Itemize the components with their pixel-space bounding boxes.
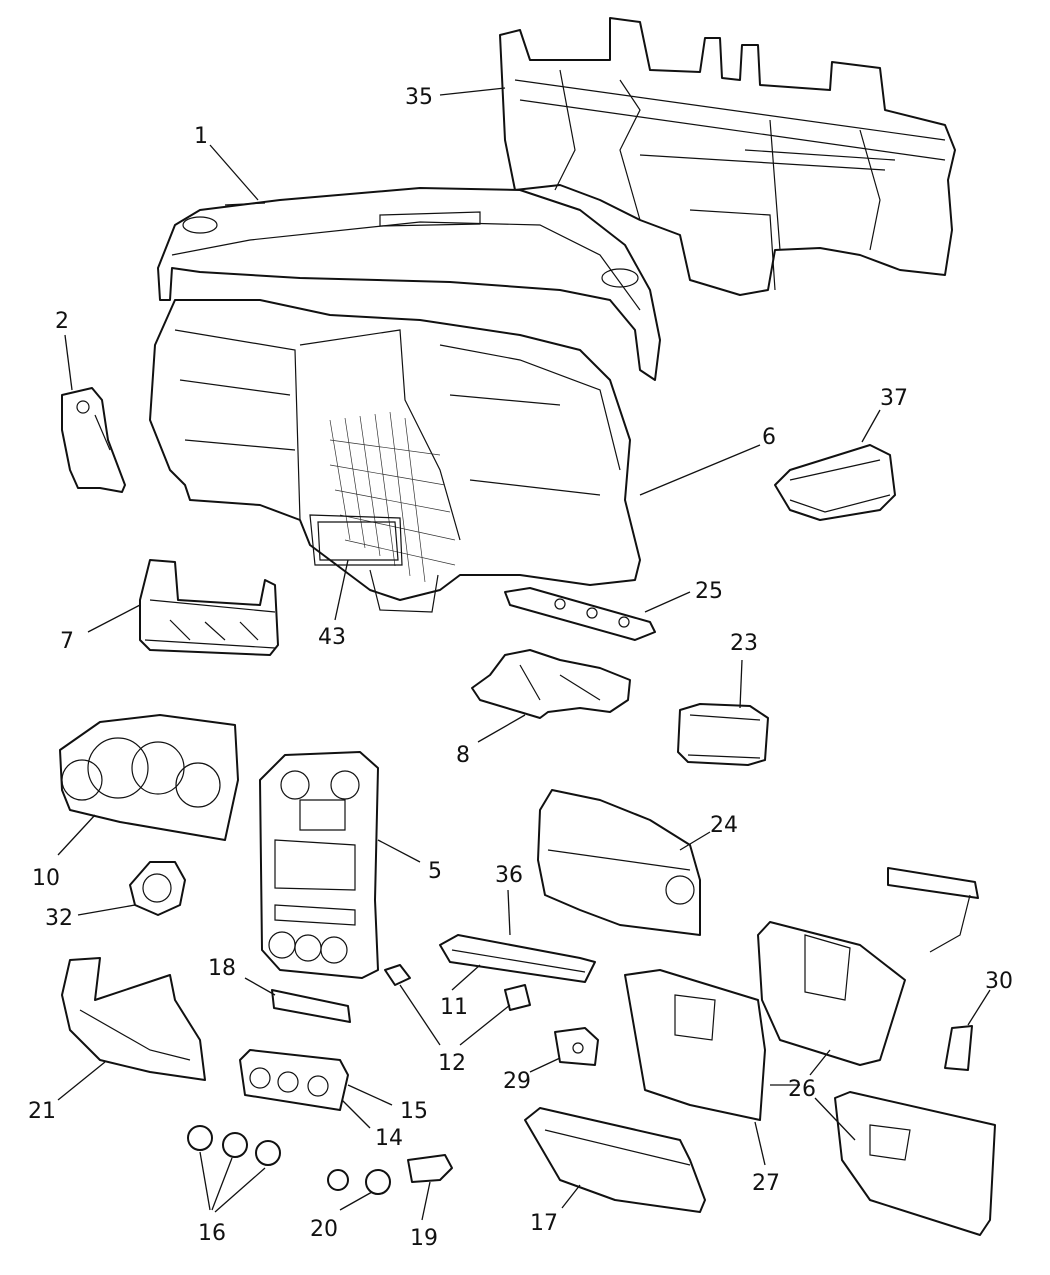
callout-10: 10 xyxy=(32,866,60,891)
leader-11 xyxy=(451,964,481,991)
callout-30: 30 xyxy=(985,969,1013,994)
part-12-clip-a[interactable] xyxy=(384,964,411,986)
callout-36: 36 xyxy=(495,863,523,888)
part-18-switch-bank[interactable] xyxy=(271,989,351,1023)
leader-24 xyxy=(679,831,711,851)
callout-17: 17 xyxy=(530,1211,558,1236)
part-17-glovebox-frame[interactable] xyxy=(524,1107,706,1213)
callout-6: 6 xyxy=(762,425,776,450)
callout-26: 26 xyxy=(788,1077,816,1102)
leader-2 xyxy=(64,334,73,391)
callout-20: 20 xyxy=(310,1217,338,1242)
leader-23 xyxy=(739,659,743,709)
part-37-module[interactable] xyxy=(774,444,896,521)
part-32-vent[interactable] xyxy=(129,861,186,916)
callout-25: 25 xyxy=(695,579,723,604)
part-27-glovebox-door[interactable] xyxy=(624,969,766,1121)
callout-14: 14 xyxy=(375,1126,403,1151)
leader-lines xyxy=(57,87,991,1221)
leader-20 xyxy=(339,1191,373,1211)
callout-12: 12 xyxy=(438,1051,466,1076)
part-24-passenger-bezel[interactable] xyxy=(537,789,701,936)
part-6-instrument-panel-carrier[interactable] xyxy=(149,299,641,613)
part-15-hvac-control[interactable] xyxy=(239,1049,349,1111)
part-21-column-cover[interactable] xyxy=(61,957,206,1081)
leader-43 xyxy=(334,559,349,621)
callout-16: 16 xyxy=(198,1221,226,1246)
part-2-left-end-cap[interactable] xyxy=(61,387,126,493)
callout-labels: 1 35 2 37 6 7 43 25 23 8 10 5 24 32 36 1… xyxy=(28,85,1013,1251)
leader-36 xyxy=(507,889,511,936)
part-30-latch[interactable] xyxy=(944,1025,973,1071)
part-36-duct[interactable] xyxy=(439,934,596,983)
leader-16a xyxy=(199,1151,211,1211)
callout-5: 5 xyxy=(428,859,442,884)
part-glovebox-damper-bracket[interactable] xyxy=(887,867,979,953)
leader-17 xyxy=(561,1184,581,1209)
part-23-passenger-airbag[interactable] xyxy=(677,703,769,766)
leader-37 xyxy=(861,409,881,443)
part-7-lower-bracket[interactable] xyxy=(139,559,279,656)
callout-7: 7 xyxy=(60,629,74,654)
leader-29 xyxy=(529,1057,561,1073)
leader-18 xyxy=(244,977,276,996)
part-10-cluster-bezel[interactable] xyxy=(59,714,239,841)
leader-19 xyxy=(421,1181,431,1221)
leader-30 xyxy=(967,989,991,1026)
leader-26c xyxy=(814,1097,856,1141)
part-16-knobs[interactable] xyxy=(187,1125,281,1166)
leader-6 xyxy=(639,444,761,496)
part-43-storage-bin[interactable] xyxy=(317,521,399,561)
part-5-center-bezel[interactable] xyxy=(259,751,379,979)
callout-21: 21 xyxy=(28,1099,56,1124)
callout-2: 2 xyxy=(55,309,69,334)
leader-27 xyxy=(754,1121,766,1166)
part-20-power-outlet[interactable] xyxy=(327,1169,391,1195)
leader-12b xyxy=(459,1004,511,1046)
leader-10 xyxy=(57,814,96,856)
callout-19: 19 xyxy=(410,1226,438,1251)
leader-5 xyxy=(377,839,421,863)
callout-35: 35 xyxy=(405,85,433,110)
callout-1: 1 xyxy=(194,124,208,149)
leader-14 xyxy=(341,1099,371,1129)
callout-27: 27 xyxy=(752,1171,780,1196)
callout-29: 29 xyxy=(503,1069,531,1094)
leader-7 xyxy=(87,604,141,633)
callout-32: 32 xyxy=(45,906,73,931)
part-8-duct[interactable] xyxy=(471,649,631,719)
leader-35 xyxy=(439,87,506,96)
callout-15: 15 xyxy=(400,1099,428,1124)
part-26-glovebox-bin[interactable] xyxy=(757,921,906,1066)
callout-37: 37 xyxy=(880,386,908,411)
leader-12a xyxy=(399,984,441,1046)
part-1-instrument-panel-top-pad[interactable] xyxy=(157,187,661,381)
part-19-lighter[interactable] xyxy=(407,1154,453,1183)
part-25-bracket-bar[interactable] xyxy=(504,587,656,641)
callout-11: 11 xyxy=(440,995,468,1020)
leader-32 xyxy=(77,904,136,916)
leader-26b xyxy=(809,1049,831,1076)
callout-24: 24 xyxy=(710,813,738,838)
callout-8: 8 xyxy=(456,743,470,768)
leader-1 xyxy=(209,144,259,201)
callout-18: 18 xyxy=(208,956,236,981)
part-29-switch[interactable] xyxy=(554,1027,599,1066)
callout-43: 43 xyxy=(318,625,346,650)
leader-16c xyxy=(214,1167,266,1213)
part-12-clip-b[interactable] xyxy=(504,984,531,1011)
leader-15 xyxy=(347,1084,393,1106)
callout-23: 23 xyxy=(730,631,758,656)
leader-21 xyxy=(57,1061,106,1101)
leader-25 xyxy=(644,591,691,613)
part-26-glovebox-assembly[interactable] xyxy=(834,1091,996,1236)
part-35-cross-car-beam[interactable] xyxy=(499,17,956,296)
leader-8 xyxy=(477,714,526,743)
leader-16b xyxy=(211,1157,233,1211)
